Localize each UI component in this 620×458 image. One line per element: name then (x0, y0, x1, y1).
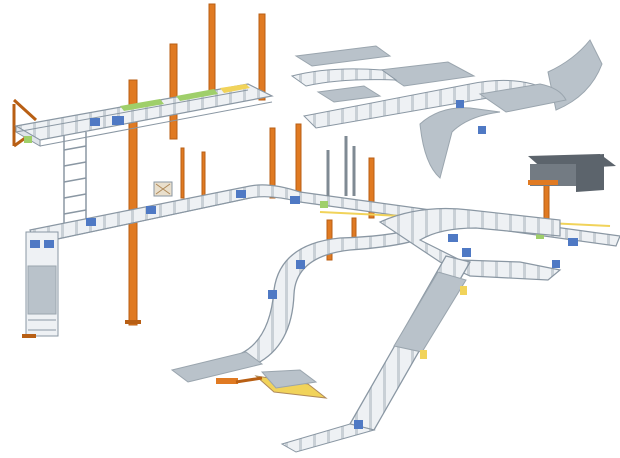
rung-green (120, 99, 164, 111)
splice-plate (30, 240, 40, 248)
splice-plate (478, 126, 486, 134)
splice-plate (268, 290, 277, 299)
middle-ladder-run (29, 184, 620, 247)
splice-plate (460, 286, 467, 295)
support-post (201, 151, 206, 198)
splice-plate (448, 234, 458, 242)
tray-cover (316, 85, 382, 103)
splice-plate (86, 218, 96, 226)
splice-plate (568, 238, 578, 246)
splice-plate (24, 136, 32, 143)
floor-bracket (216, 369, 328, 399)
splice-plate (320, 201, 328, 208)
tray-cover (170, 351, 264, 383)
vertical-drop-with-cover (25, 231, 59, 337)
splice-plate (290, 196, 300, 204)
splice-plate (552, 260, 560, 268)
splice-plate (90, 118, 100, 126)
splice-plate (296, 260, 305, 269)
splice-plate (420, 350, 427, 359)
sloped-ladder (280, 255, 471, 453)
splice-plate (462, 248, 471, 257)
threaded-rods (326, 136, 356, 196)
splice-plate (354, 420, 363, 429)
support-post (269, 127, 276, 199)
splice-plate (112, 116, 124, 125)
upper-ladder-run (14, 83, 274, 147)
upper-covers (290, 39, 603, 179)
splice-plate (236, 190, 246, 198)
support-post (128, 79, 138, 326)
vertical-ladder-left (63, 132, 87, 232)
splice-plate (146, 206, 156, 214)
support-post (295, 123, 302, 200)
splice-plate (456, 100, 464, 108)
splice-plate (536, 232, 544, 239)
support-post (180, 147, 185, 199)
tee-fitting (378, 207, 562, 281)
tray-cover (378, 61, 476, 87)
support-post (368, 157, 375, 219)
support-post (208, 3, 216, 95)
splice-plate (44, 240, 54, 248)
steel-beam (528, 154, 616, 192)
support-post (258, 13, 266, 101)
rung-green (176, 89, 218, 101)
tray-cover (294, 45, 392, 67)
rung-yellow (220, 84, 250, 93)
support-post (169, 43, 178, 140)
base-plates (22, 320, 141, 338)
s-curve-ladder (170, 225, 434, 383)
tray-cover (27, 265, 57, 315)
